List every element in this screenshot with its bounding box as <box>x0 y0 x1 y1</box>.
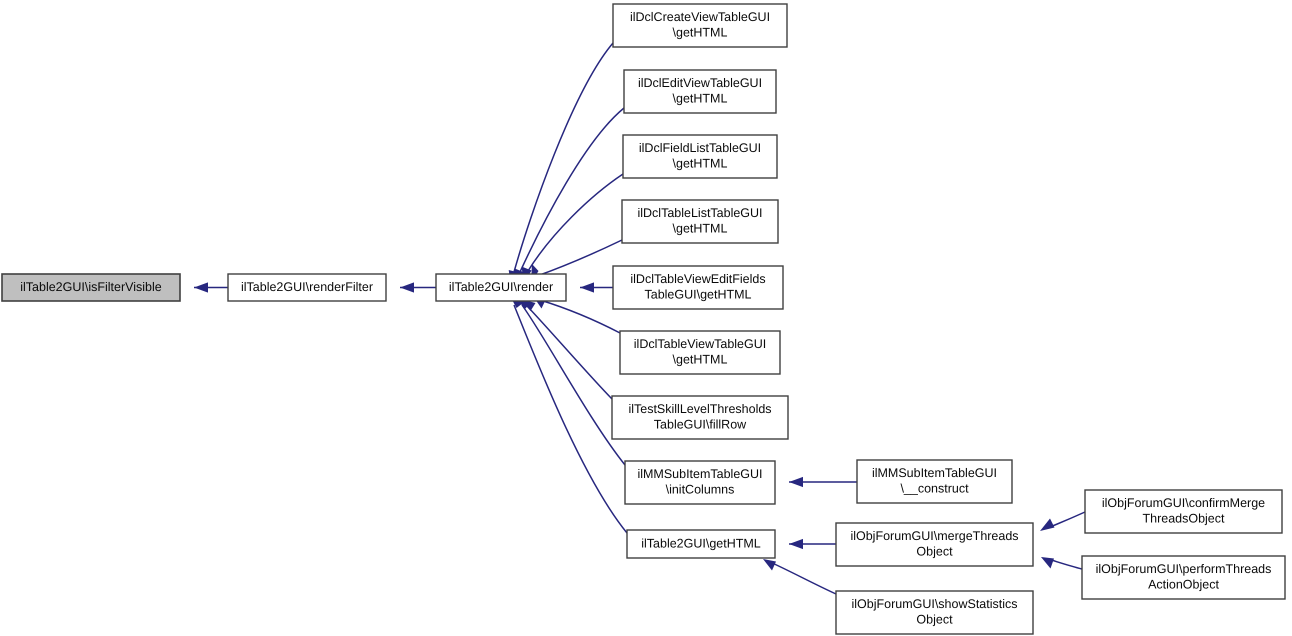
node-box[interactable] <box>611 395 789 440</box>
call-edge <box>521 304 626 466</box>
node-label: ilDclTableViewEditFields <box>630 272 765 286</box>
call-edge <box>527 173 624 272</box>
graph-node-dclEditViewTableGUI[interactable]: ilDclEditViewTableGUI \getHTML <box>623 69 777 114</box>
node-box[interactable] <box>1084 489 1283 534</box>
graph-node-render[interactable]: ilTable2GUI\render <box>435 273 567 302</box>
node-box[interactable] <box>856 459 1013 504</box>
node-box[interactable] <box>623 69 777 114</box>
node-box[interactable] <box>621 199 779 244</box>
graph-node-testSkillLevelThresholdsTableGUI[interactable]: ilTestSkillLevelThresholdsTableGUI\fillR… <box>611 395 789 440</box>
graph-node-renderFilter[interactable]: ilTable2GUI\renderFilter <box>227 273 387 302</box>
node-label: \getHTML <box>673 157 728 171</box>
node-label: ilObjForumGUI\mergeThreads <box>850 529 1018 543</box>
arrowhead-icon <box>789 538 803 550</box>
node-label: ilObjForumGUI\showStatistics <box>851 597 1017 611</box>
call-edge <box>539 299 621 334</box>
graph-node-isFilterVisible[interactable]: ilTable2GUI\isFilterVisible <box>1 273 181 302</box>
arrowhead-icon <box>1041 557 1054 569</box>
nodes-layer: ilTable2GUI\isFilterVisible ilTable2GUI\r… <box>1 3 1286 635</box>
graph-node-table2guiGetHTML[interactable]: ilTable2GUI\getHTML <box>626 529 776 559</box>
node-label: ActionObject <box>1148 578 1219 592</box>
call-edge <box>769 561 837 595</box>
node-box[interactable] <box>622 134 778 179</box>
node-label: \getHTML <box>673 26 728 40</box>
graph-node-dclCreateViewTableGUI[interactable]: ilDclCreateViewTableGUI \getHTML <box>612 3 788 48</box>
call-edge <box>536 239 623 277</box>
node-label: \getHTML <box>673 92 728 106</box>
node-box[interactable] <box>1081 555 1286 600</box>
graph-node-mmSubItemInitColumns[interactable]: ilMMSubItemTableGUI \initColumns <box>624 460 776 505</box>
node-label: ilObjForumGUI\performThreads <box>1096 562 1272 576</box>
node-label: ThreadsObject <box>1143 512 1226 526</box>
call-edge <box>519 107 625 273</box>
node-label: ilTable2GUI\render <box>449 280 553 294</box>
node-label: ilDclEditViewTableGUI <box>638 76 762 90</box>
node-box[interactable] <box>227 273 387 302</box>
node-label: ilTable2GUI\isFilterVisible <box>20 280 162 294</box>
call-edge <box>513 42 614 273</box>
graph-node-dclFieldListTableGUI[interactable]: ilDclFieldListTableGUI \getHTML <box>622 134 778 179</box>
node-label: ilTable2GUI\getHTML <box>641 536 761 550</box>
node-box[interactable] <box>435 273 567 302</box>
node-label: ilTestSkillLevelThresholds <box>628 402 771 416</box>
node-label: \getHTML <box>673 353 728 367</box>
node-box[interactable] <box>626 529 776 559</box>
node-box[interactable] <box>624 460 776 505</box>
node-label: ilTable2GUI\renderFilter <box>241 280 373 294</box>
node-label: ilMMSubItemTableGUI <box>872 466 997 480</box>
graph-node-dclTableListTableGUI[interactable]: ilDclTableListTableGUI \getHTML <box>621 199 779 244</box>
node-label: ilObjForumGUI\confirmMerge <box>1102 496 1265 510</box>
node-label: ilDclFieldListTableGUI <box>639 141 761 155</box>
node-label: \getHTML <box>673 222 728 236</box>
arrowhead-icon <box>194 282 208 293</box>
edges-layer <box>194 42 1086 595</box>
call-edge <box>513 304 628 534</box>
node-box[interactable] <box>612 265 784 310</box>
node-box[interactable] <box>835 590 1034 635</box>
graph-node-mmSubItemConstruct[interactable]: ilMMSubItemTableGUI \__construct <box>856 459 1013 504</box>
node-box[interactable] <box>619 330 781 375</box>
call-edge <box>526 305 613 400</box>
node-label: ilDclTableViewTableGUI <box>634 337 766 351</box>
node-label: \__construct <box>900 482 969 496</box>
node-label: TableGUI\fillRow <box>654 418 747 432</box>
arrowhead-icon <box>763 559 776 571</box>
node-label: TableGUI\getHTML <box>645 288 752 302</box>
node-box[interactable] <box>612 3 788 48</box>
arrowhead-icon <box>789 476 803 488</box>
node-label: ilDclCreateViewTableGUI <box>630 10 770 24</box>
node-label: \initColumns <box>666 483 735 497</box>
arrowhead-icon <box>1040 518 1055 531</box>
arrowhead-icon <box>580 282 594 293</box>
node-label: ilDclTableListTableGUI <box>637 206 762 220</box>
node-label: Object <box>916 545 953 559</box>
node-box[interactable] <box>835 522 1034 567</box>
graph-node-dclTableViewTableGUI[interactable]: ilDclTableViewTableGUI \getHTML <box>619 330 781 375</box>
node-label: Object <box>916 613 953 627</box>
node-box[interactable] <box>1 273 181 302</box>
node-label: ilMMSubItemTableGUI <box>637 467 762 481</box>
arrowhead-icon <box>400 282 414 293</box>
